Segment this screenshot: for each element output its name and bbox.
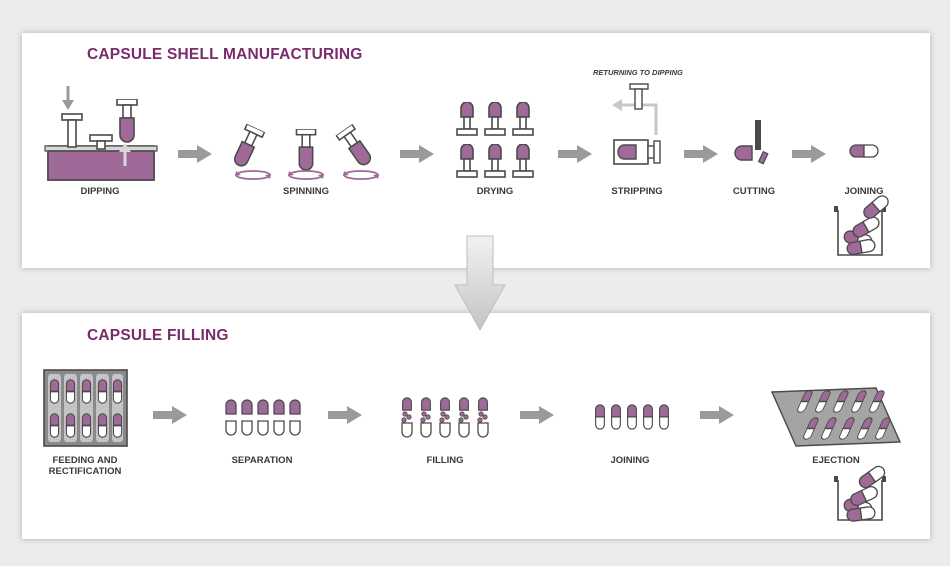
returning-note: RETURNING TO DIPPING — [593, 68, 683, 77]
joining-top-illustration — [834, 144, 892, 256]
filling-illustration — [401, 397, 489, 438]
step-label-joining-shell: JOINING — [844, 186, 884, 197]
cutting-illustration — [734, 120, 769, 165]
ejection-illustration — [770, 387, 902, 523]
dipping-illustration — [44, 86, 158, 181]
step-label-dipping: DIPPING — [80, 186, 120, 197]
step-label-ejection: EJECTION — [812, 455, 860, 466]
spinning-illustration — [229, 123, 380, 180]
step-label-spinning: SPINNING — [283, 186, 329, 197]
shell-section-title: CAPSULE SHELL MANUFACTURING — [87, 46, 363, 63]
filling-section-title: CAPSULE FILLING — [87, 327, 229, 344]
step-label-separation: SEPARATION — [231, 455, 293, 466]
drying-illustration — [456, 102, 534, 178]
stripping-illustration — [612, 83, 661, 165]
feeding-illustration — [43, 369, 128, 447]
step-label-drying: DRYING — [476, 186, 514, 197]
shell-manufacturing-panel — [22, 33, 930, 268]
step-label-feeding: FEEDING AND RECTIFICATION — [48, 455, 122, 477]
separation-illustration — [225, 399, 301, 436]
step-label-filling: FILLING — [426, 455, 464, 466]
step-label-stripping: STRIPPING — [611, 186, 663, 197]
joining-bottom-illustration — [594, 404, 670, 430]
capsule-filling-panel — [22, 313, 930, 539]
step-label-joining-fill: JOINING — [610, 455, 650, 466]
step-label-cutting: CUTTING — [732, 186, 776, 197]
